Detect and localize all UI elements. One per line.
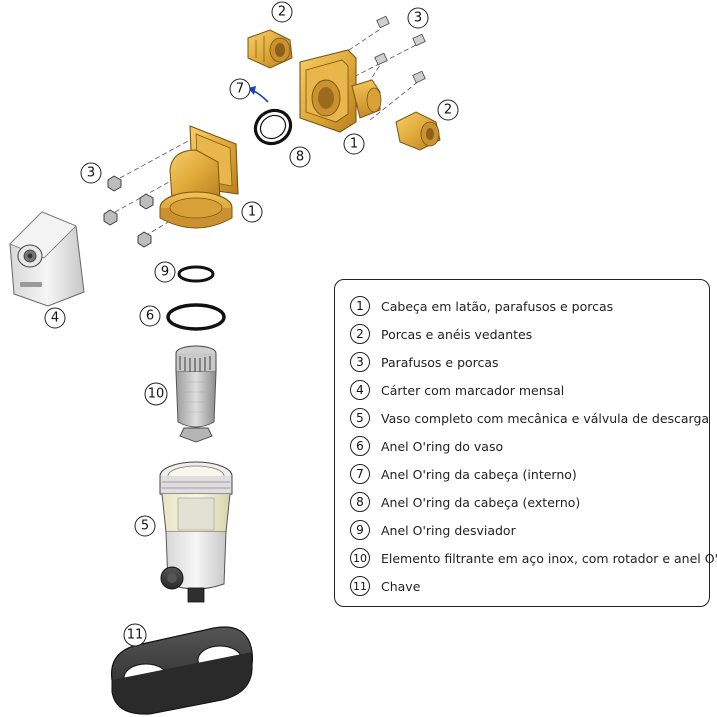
legend-item: 4 Cárter com marcador mensal [350,378,564,402]
callout-4-num: 4 [51,311,59,326]
callout-5 [134,515,156,537]
legend-label: Chave [381,578,421,594]
brass-head-right [299,49,382,133]
nuts-left [103,175,154,248]
legend-item: 8 Anel O'ring da cabeça (externo) [350,490,580,514]
legend-item: 1 Cabeça em latão, parafusos e porcas [350,294,613,318]
callout-8-num: 8 [296,150,304,165]
legend-item: 6 Anel O'ring do vaso [350,434,503,458]
legend-label: Anel O'ring desviador [381,522,516,538]
callout-1-left [241,201,263,223]
callout-6 [139,305,161,327]
brass-fitting-top [247,29,293,69]
callouts [44,1,459,647]
callout-10-num: 10 [148,387,165,402]
callout-2-top-num: 2 [278,5,286,20]
callout-11-num: 11 [127,628,144,643]
legend-number: 1 [350,296,370,316]
legend-label: Cabeça em latão, parafusos e porcas [381,298,614,314]
vessel-complete [159,461,233,603]
legend-label: Elemento filtrante em aço inox, com rota… [381,550,717,566]
brass-fitting-right [395,111,441,151]
legend-item: 9 Anel O'ring desviador [350,518,516,542]
legend-label: Vaso completo com mecânica e válvula de … [381,410,710,426]
legend-label: Parafusos e porcas [381,354,499,370]
callout-11 [123,623,147,647]
legend-label: Anel O'ring do vaso [381,438,504,454]
direction-arrow [248,86,269,103]
legend-number: 4 [350,380,370,400]
stainless-filter-element [175,345,217,443]
legend-number: 7 [350,464,370,484]
legend-number: 5 [350,408,370,428]
callout-3-top [407,7,429,29]
legend-number: 8 [350,492,370,512]
legend-number: 10 [350,548,370,568]
legend-number: 3 [350,352,370,372]
callout-5-num: 5 [141,519,149,534]
callout-8 [289,146,311,168]
legend-item: 2 Porcas e anéis vedantes [350,322,532,346]
callout-1-right-num: 1 [350,137,358,152]
legend-number: 2 [350,324,370,344]
brass-head-left [159,125,239,229]
callout-3-left [80,162,102,184]
callout-4 [44,307,66,329]
legend-number: 9 [350,520,370,540]
legend-item: 3 Parafusos e porcas [350,350,499,374]
bolts-top-right [374,15,426,84]
callout-labels: 2 3 7 2 1 8 3 1 9 6 4 10 5 11 [51,5,452,643]
callout-1-left-num: 1 [248,205,256,220]
legend-item: 5 Vaso completo com mecânica e válvula d… [350,406,709,430]
legend-item: 10 Elemento filtrante em aço inox, com r… [350,546,717,570]
callout-1-right [343,133,365,155]
callout-2-right [437,99,459,121]
o-ring-diverter [177,265,215,283]
callout-7-num: 7 [236,82,244,97]
callout-3-top-num: 3 [414,11,422,26]
callout-10 [144,382,168,406]
carter-with-month-marker [9,211,85,307]
legend-item: 7 Anel O'ring da cabeça (interno) [350,462,577,486]
o-ring-head-external [253,108,293,146]
callout-6-num: 6 [146,309,154,324]
legend-label: Anel O'ring da cabeça (interno) [381,466,577,482]
callout-2-right-num: 2 [444,103,452,118]
callout-9-num: 9 [161,265,169,280]
legend-number: 6 [350,436,370,456]
wrench-key [110,626,254,715]
parts-legend: 1 Cabeça em latão, parafusos e porcas 2 … [334,279,717,607]
legend-label: Anel O'ring da cabeça (externo) [381,494,581,510]
legend-number: 11 [350,576,370,596]
legend-label: Cárter com marcador mensal [381,382,565,398]
legend-item: 11 Chave [350,574,420,598]
legend-label: Porcas e anéis vedantes [381,326,533,342]
callout-3-left-num: 3 [87,166,95,181]
callout-2-top [271,1,293,23]
callout-9 [154,261,176,283]
o-ring-vessel [166,303,226,331]
callout-7 [229,78,251,100]
